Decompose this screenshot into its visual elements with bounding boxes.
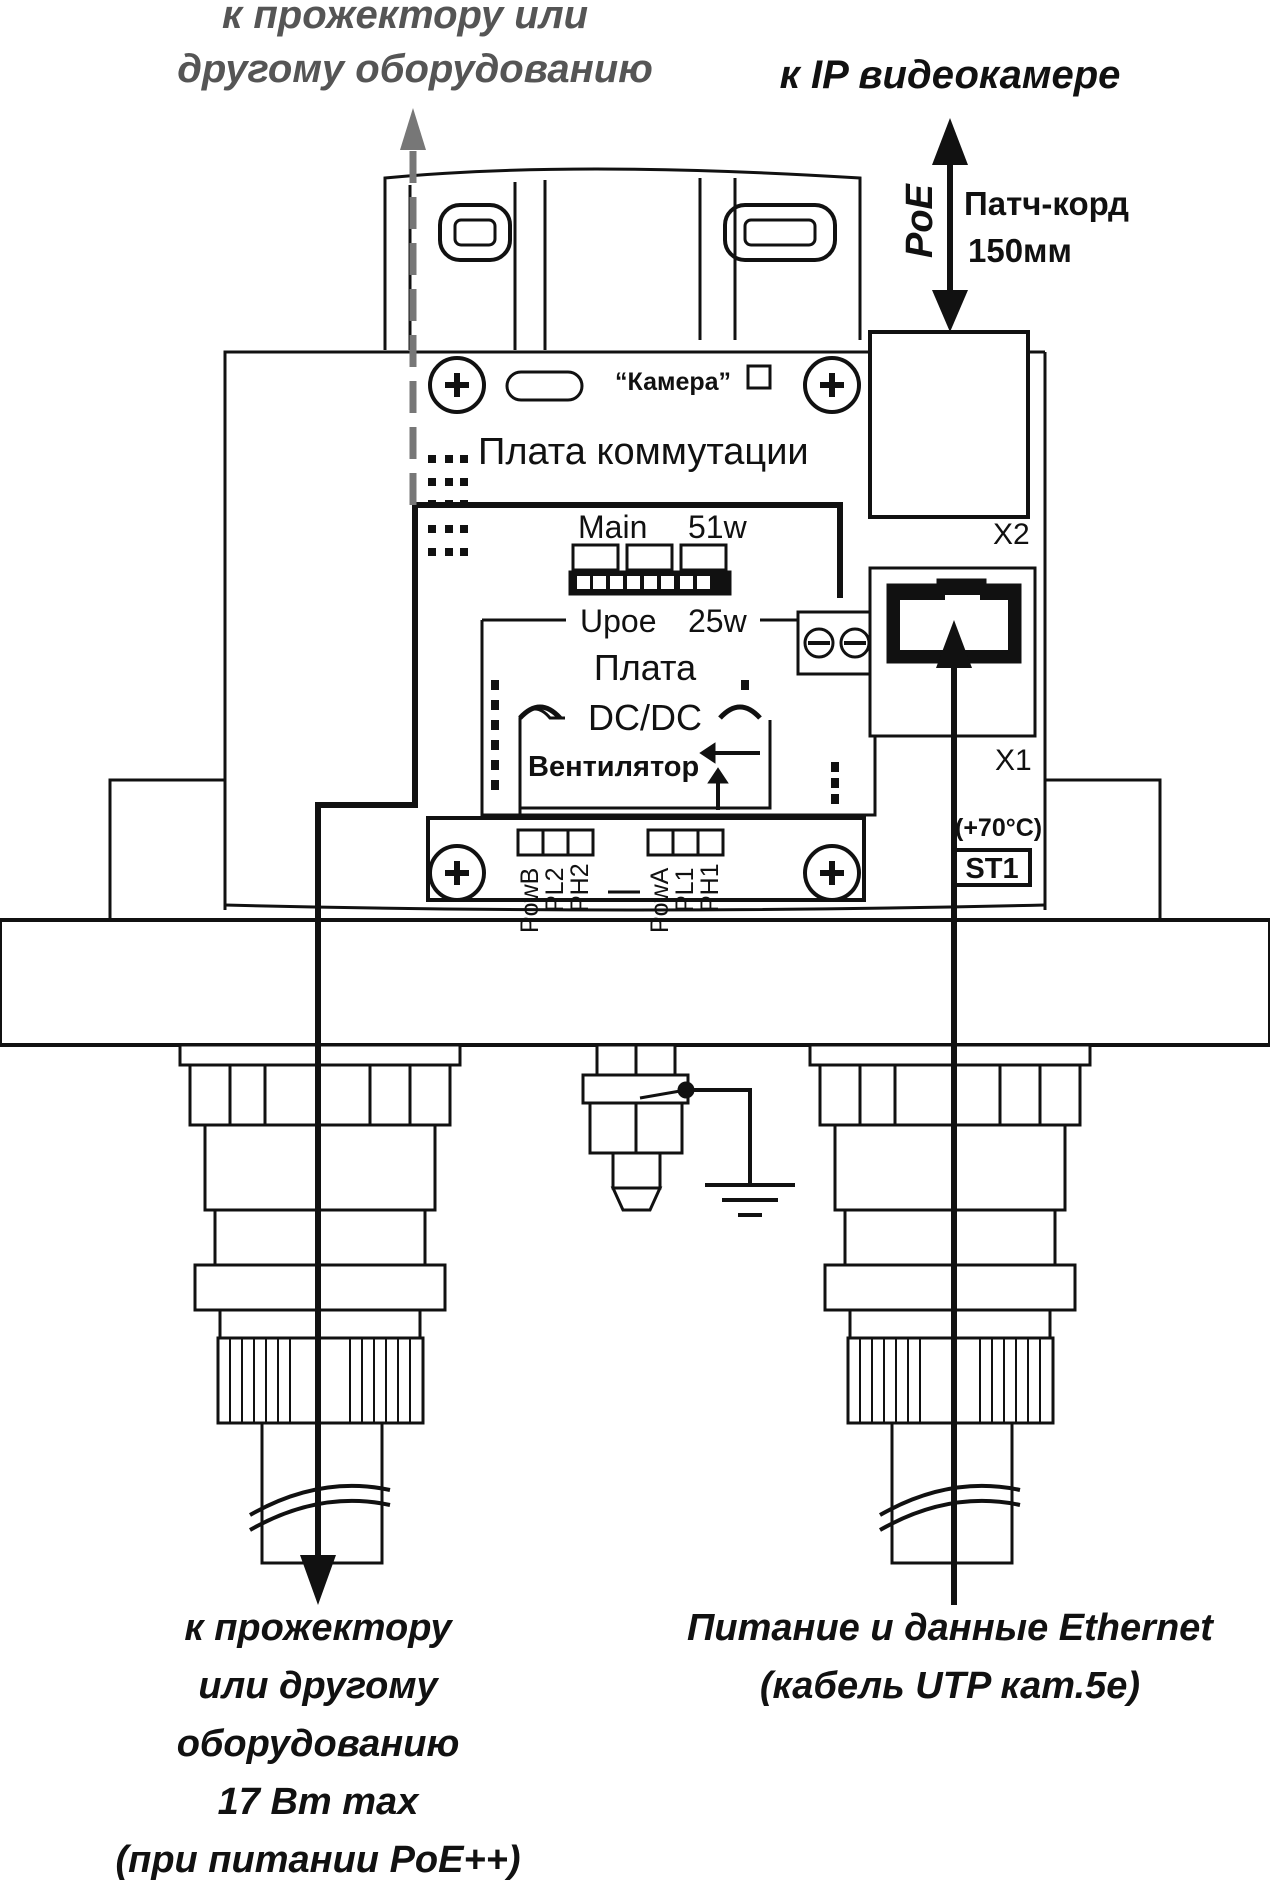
- dashed-cable-arrow: [400, 108, 426, 505]
- dcdc-label-1: Плата: [594, 647, 697, 688]
- bottom-left-label: (при питании PoE++): [115, 1839, 520, 1881]
- w25-label: 25w: [688, 603, 748, 639]
- patch-cord-label-2: 150мм: [968, 232, 1072, 269]
- dcdc-label-2: DC/DC: [588, 697, 702, 738]
- x2-block: [868, 330, 1030, 519]
- screw-icon: [803, 356, 861, 414]
- fan-label: Вентилятор: [528, 751, 699, 783]
- x2-label: X2: [993, 518, 1030, 551]
- mounting-bracket: [383, 167, 862, 350]
- bottom-right-label-2: (кабель UTP кат.5е): [760, 1665, 1140, 1707]
- camera-label: “Камера”: [615, 368, 731, 396]
- top-left-label-1: к прожектору или: [222, 0, 588, 37]
- jumper-block: [568, 543, 732, 596]
- w51-label: 51w: [688, 509, 748, 545]
- upoe-label: Upoe: [580, 603, 657, 639]
- pin-label: PH2: [566, 863, 594, 912]
- screw-icon: [428, 844, 486, 902]
- housing: [108, 350, 1162, 920]
- screw-icon: [428, 356, 486, 414]
- bottom-left-label: или другому: [198, 1665, 439, 1707]
- x1-label: X1: [995, 744, 1032, 777]
- pin-label: PL2: [541, 868, 569, 912]
- right-cable-arrow: [936, 620, 972, 1605]
- poe-label: PoE: [899, 182, 941, 258]
- st1-label: ST1: [965, 853, 1018, 885]
- ground-icon: [686, 1088, 795, 1217]
- pin-label: PL1: [671, 868, 699, 912]
- patch-cord-arrow: [932, 118, 968, 332]
- pin-bar: [426, 816, 866, 902]
- cable-gland-right: [808, 1043, 1092, 1565]
- terminal-block: [796, 610, 878, 676]
- bottom-left-label: оборудованию: [177, 1723, 460, 1765]
- ground-bolt: [581, 1043, 695, 1212]
- bottom-right-label-1: Питание и данные Ethernet: [687, 1607, 1214, 1649]
- base-plate: [0, 918, 1270, 1047]
- top-left-label-2: другому оборудованию: [177, 47, 653, 91]
- switch-board: [415, 356, 861, 598]
- temp-label: (+70°C): [955, 814, 1042, 842]
- left-cable-arrow: [300, 505, 418, 1605]
- bottom-left-label: к прожектору: [184, 1607, 453, 1649]
- patch-cord-label-1: Патч-корд: [964, 185, 1129, 222]
- pin-label: PH1: [696, 863, 724, 912]
- pin-label: PowA: [646, 867, 674, 933]
- switch-board-label: Плата коммутации: [478, 431, 809, 473]
- top-right-label: к IP видеокамере: [780, 53, 1121, 97]
- screw-icon: [803, 844, 861, 902]
- pin-label: PowB: [516, 868, 544, 933]
- main-label: Main: [578, 509, 647, 545]
- st1-box: [953, 848, 1032, 887]
- bottom-left-label: 17 Вт max: [218, 1781, 421, 1823]
